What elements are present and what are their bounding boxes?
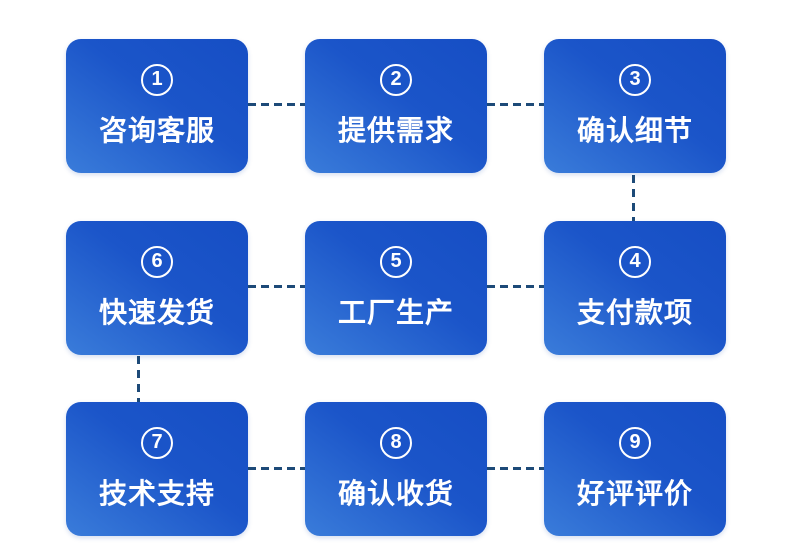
connector-4-5: [487, 285, 544, 288]
connector-7-8: [248, 467, 305, 470]
step-box-3: 3 确认细节: [544, 39, 726, 173]
connector-6-7: [137, 356, 140, 402]
step-number-badge-7: 7: [141, 426, 173, 459]
step-box-4: 4 支付款项: [544, 221, 726, 355]
connector-3-4: [632, 175, 635, 221]
step-label-2: 提供需求: [337, 114, 454, 146]
step-number-badge-1: 1: [141, 63, 173, 96]
step-label-7: 技术支持: [98, 477, 215, 509]
step-box-9: 9 好评评价: [544, 402, 726, 536]
step-label-1: 咨询客服: [98, 114, 215, 146]
step-number-badge-9: 9: [619, 426, 651, 459]
step-number-badge-6: 6: [141, 245, 173, 278]
connector-5-6: [248, 285, 305, 288]
connector-1-2: [248, 103, 305, 106]
step-number-badge-4: 4: [619, 245, 651, 278]
step-number-badge-3: 3: [619, 63, 651, 96]
step-label-5: 工厂生产: [337, 296, 454, 328]
step-box-5: 5 工厂生产: [305, 221, 487, 355]
connector-2-3: [487, 103, 544, 106]
step-box-8: 8 确认收货: [305, 402, 487, 536]
step-number-badge-2: 2: [380, 63, 412, 96]
step-label-9: 好评评价: [576, 477, 693, 509]
step-box-6: 6 快速发货: [66, 221, 248, 355]
step-label-3: 确认细节: [576, 114, 693, 146]
connector-8-9: [487, 467, 544, 470]
step-number-badge-8: 8: [380, 426, 412, 459]
step-box-7: 7 技术支持: [66, 402, 248, 536]
step-box-1: 1 咨询客服: [66, 39, 248, 173]
step-label-8: 确认收货: [337, 477, 454, 509]
step-label-4: 支付款项: [576, 296, 693, 328]
step-label-6: 快速发货: [98, 296, 215, 328]
step-box-2: 2 提供需求: [305, 39, 487, 173]
step-number-badge-5: 5: [380, 245, 412, 278]
